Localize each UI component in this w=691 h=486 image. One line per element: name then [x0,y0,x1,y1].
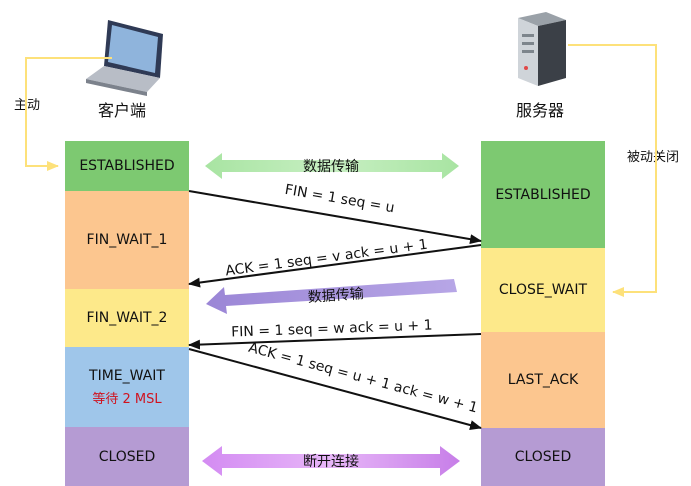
server-state-closed: CLOSED [481,428,605,486]
laptop-icon [86,20,163,96]
fin-2-arrow [188,333,482,350]
server-state-close-wait: CLOSE_WAIT [481,248,605,332]
initiator-label: 主动 [14,98,41,113]
ack-1-label: ACK = 1 seq = v ack = u + 1 [224,237,428,280]
client-fin-wait-2-text: FIN_WAIT_2 [86,310,168,326]
server-established-text: ESTABLISHED [495,186,591,203]
fin-2-label: FIN = 1 seq = w ack = u + 1 [231,317,433,340]
ack-2-label: ACK = 1 seq = u + 1 ack = w + 1 [247,340,480,417]
data-transfer-label-2: 数据传输 [307,286,364,306]
client-state-closed: CLOSED [65,427,189,486]
data-transfer-label-1: 数据传输 [303,159,359,175]
ack-2-arrow [188,348,482,430]
client-time-wait-text: TIME_WAIT [89,367,165,384]
client-fin-wait-1-text: FIN_WAIT_1 [86,232,168,248]
initiator-connector [25,57,112,171]
server-label: 服务器 [516,101,565,120]
client-established-text: ESTABLISHED [79,158,175,174]
passive-connector [568,44,657,297]
server-state-established: ESTABLISHED [481,141,605,248]
client-state-established: ESTABLISHED [65,141,189,191]
client-label: 客户端 [98,101,147,120]
data-transfer-arrow-2 [206,279,457,314]
server-tower-icon [518,12,566,86]
data-transfer-arrow-1 [205,153,459,179]
time-wait-note: 等待 2 MSL [92,391,162,407]
fin-1-arrow [188,190,482,245]
client-closed-text: CLOSED [98,448,156,465]
server-close-wait-text: CLOSE_WAIT [498,282,588,298]
fin-1-label: FIN = 1 seq = u [284,182,396,216]
disconnect-label: 断开连接 [303,453,359,470]
passive-close-label: 被动关闭 [627,150,680,165]
client-state-fin-wait-1: FIN_WAIT_1 [65,191,189,289]
server-closed-text: CLOSED [514,449,572,465]
server-state-last-ack: LAST_ACK [481,332,605,428]
client-state-fin-wait-2: FIN_WAIT_2 [65,289,189,347]
client-state-time-wait: TIME_WAIT 等待 2 MSL [65,347,189,427]
ack-1-arrow [188,244,482,288]
server-last-ack-text: LAST_ACK [507,372,579,388]
disconnect-arrow [202,446,460,476]
